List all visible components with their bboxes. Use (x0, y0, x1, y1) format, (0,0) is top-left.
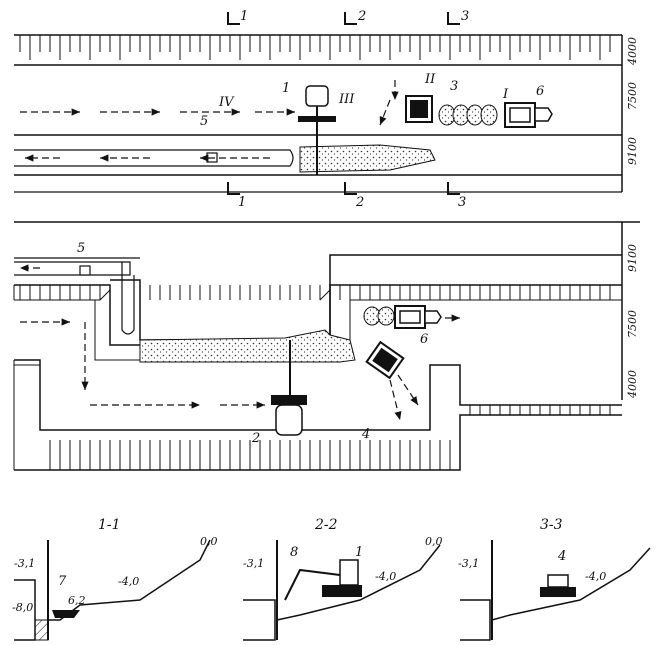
label-dredger-3: 3 (450, 79, 458, 94)
spoil-top (299, 144, 436, 173)
label-zone-I: I (502, 87, 509, 102)
flow-arrows-top (20, 80, 399, 162)
sec2-callout-8: 8 (290, 545, 298, 560)
sec3-machine-4: 4 (557, 549, 566, 564)
pump-icon-bottom (79, 265, 91, 276)
bottom-plan (13, 221, 640, 471)
pipe-loop-top (14, 149, 294, 167)
label-crane-1: 1 (282, 81, 290, 96)
sec1-level-bottom: -4,0 (118, 575, 139, 588)
label-pump-5-bottom: 5 (77, 241, 85, 256)
sec1-callout-7: 7 (58, 574, 67, 589)
dim-bottom-4000: 4000 (626, 370, 639, 399)
section-mark-top-1: 1 (240, 9, 248, 24)
sec2-level-bottom: -4,0 (375, 570, 396, 583)
label-truck-6-bottom: 6 (420, 332, 428, 347)
section-title-2-2: 2-2 (314, 517, 338, 533)
section-mark-bottom-3: 3 (458, 195, 466, 210)
bulldozer-icon (540, 574, 576, 597)
excavator-icon (284, 559, 362, 601)
dim-bottom-7500: 7500 (626, 310, 639, 338)
section-2-2: 2-2 (243, 517, 441, 641)
dredger-icon-bottom (365, 340, 405, 380)
crane-icon (298, 85, 336, 175)
sec1-level-top: -3,1 (14, 557, 35, 570)
dim-top-7500: 7500 (626, 82, 639, 110)
truck-icon (504, 102, 553, 128)
dim-bottom-9100: 9100 (626, 244, 639, 272)
spoil-bottom (139, 329, 356, 363)
label-zone-II: II (424, 72, 436, 87)
sec1-level-mid: 6,2 (68, 594, 86, 607)
label-zone-IV: IV (218, 95, 235, 110)
flow-arrows-bottom (20, 264, 460, 421)
bank-hatching-bottom (19, 285, 611, 470)
spoil-heap-bottom (363, 306, 395, 326)
dim-top-4000: 4000 (626, 37, 639, 66)
pipe-loop-bottom (14, 261, 131, 276)
sec1-level-deep: -8,0 (12, 601, 33, 614)
label-zone-III: III (338, 92, 355, 107)
label-dredger-4-bottom: 4 (361, 427, 370, 442)
section-mark-bottom-1: 1 (238, 195, 246, 210)
section-marks (227, 12, 460, 195)
sec1-level-ground: 0,0 (200, 535, 218, 548)
sec2-machine-1: 1 (355, 545, 363, 560)
sec2-level-ground: 0,0 (425, 535, 443, 548)
bank-hatching-top (19, 35, 611, 60)
top-plan (14, 34, 623, 193)
section-mark-top-2: 2 (357, 9, 366, 24)
label-crane-2-bottom: 2 (251, 431, 260, 446)
section-title-1-1: 1-1 (98, 517, 121, 533)
dredger-icon (405, 95, 433, 123)
section-title-3-3: 3-3 (540, 517, 563, 533)
label-truck-6: 6 (536, 84, 544, 99)
crane-icon-bottom (271, 340, 307, 436)
section-mark-bottom-2: 2 (355, 195, 364, 210)
sec3-level-bottom: -4,0 (585, 570, 606, 583)
sec3-level-top: -3,1 (458, 557, 479, 570)
sec2-level-top: -3,1 (243, 557, 264, 570)
section-3-3: 3-3 (460, 517, 651, 641)
section-1-1: 1-1 (14, 517, 211, 641)
dim-top-9100: 9100 (626, 137, 639, 165)
spoil-heap-top (438, 104, 498, 126)
label-pump-5: 5 (200, 114, 208, 129)
section-mark-top-3: 3 (461, 9, 469, 24)
truck-icon-bottom (394, 305, 442, 329)
